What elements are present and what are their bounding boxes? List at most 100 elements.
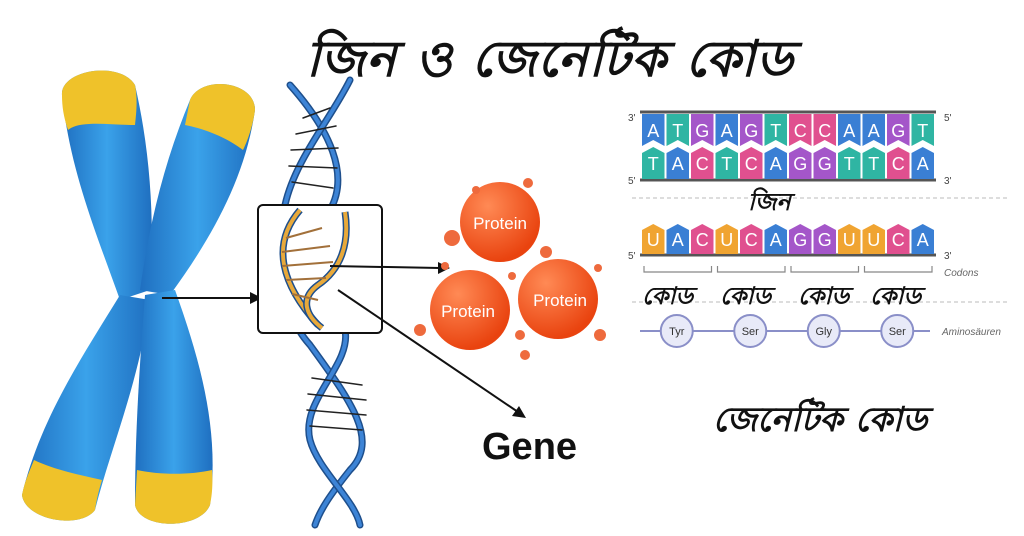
mrna-base-letter: C — [892, 230, 905, 250]
dna-top-base-letter: C — [794, 121, 807, 141]
dna-bottom-base-tile — [666, 147, 689, 179]
mrna-base-tile — [887, 224, 910, 254]
chromosome — [22, 70, 255, 524]
dna-bottom-base-tile — [691, 147, 714, 179]
amino-acid-label: Ser — [889, 326, 906, 338]
mrna-base-letter: U — [720, 230, 733, 250]
dna-bottom-base-tile — [764, 147, 787, 179]
dna-bottom-base-tile — [789, 147, 812, 179]
codon-bracket — [716, 266, 786, 273]
amino-acid-node — [733, 314, 768, 348]
dna-bottom-base-letter: G — [793, 154, 807, 174]
telomere-top-right — [185, 83, 255, 150]
mrna-base-tile — [911, 224, 934, 254]
mrna-base-tile — [740, 224, 763, 254]
amino-acid-label: Gly — [816, 326, 833, 338]
mrna-base-letter: G — [793, 230, 807, 250]
genetic-code-label: জেনেটিক কোড — [712, 400, 928, 440]
dna-bottom-base-letter: G — [818, 154, 832, 174]
mrna-base-tile — [862, 224, 885, 254]
dna-bottom-base-tile — [740, 147, 763, 179]
dna-top-base-tile — [813, 114, 836, 146]
dna-bottom-base-tile — [813, 147, 836, 179]
codon-caption-3: কোড — [798, 282, 850, 310]
codon-brackets — [643, 266, 933, 273]
telomere-bottom-left — [22, 460, 102, 521]
codon-bracket — [863, 266, 933, 273]
dna-bottom-base-letter: A — [770, 154, 782, 174]
dna-top-base-letter: G — [695, 121, 709, 141]
telomere-top-left — [61, 70, 137, 130]
dna-top-base-letter: T — [917, 121, 928, 141]
codons-label: Codons — [944, 268, 978, 279]
mrna-base-letter: U — [867, 230, 880, 250]
protein-label-3: Protein — [533, 291, 587, 310]
dna-bottom-base-letter: A — [917, 154, 929, 174]
mrna-base-tile — [789, 224, 812, 254]
amino-acid-node — [659, 314, 694, 348]
mrna-end-right: 3' — [944, 251, 952, 262]
dna-top-base-letter: T — [770, 121, 781, 141]
codon-caption-4: কোড — [870, 282, 922, 310]
gene-box — [257, 204, 383, 334]
dna-bottom-base-letter: C — [892, 154, 905, 174]
dna-end-bottom-right: 3' — [944, 176, 952, 187]
dna-bottom-base-tile — [862, 147, 885, 179]
dna-top-base-tile — [666, 114, 689, 146]
arrow-to-gene-label — [337, 289, 526, 418]
dna-top-base-tile — [740, 114, 763, 146]
telomere-bottom-right — [135, 470, 213, 524]
mrna-end-left: 5' — [628, 251, 636, 262]
dna-end-top-right: 5' — [944, 113, 952, 124]
codon-caption-2: কোড — [720, 282, 772, 310]
dna-bottom-base-letter: T — [844, 154, 855, 174]
dna-top-base-letter: A — [868, 121, 880, 141]
codon-bracket — [790, 266, 860, 273]
protein-ball-1 — [460, 182, 540, 262]
dna-end-top-left: 3' — [628, 113, 636, 124]
dna-top-base-tile — [691, 114, 714, 146]
mrna-base-tile — [666, 224, 689, 254]
mrna-base-letter: C — [745, 230, 758, 250]
mrna-base-letter: A — [917, 230, 929, 250]
dna-bottom-base-letter: C — [696, 154, 709, 174]
dna-bottom-base-letter: T — [721, 154, 732, 174]
mrna-base-letter: C — [696, 230, 709, 250]
protein-ball-2 — [430, 270, 510, 350]
dna-top-base-tile — [862, 114, 885, 146]
amino-acid-label: Tyr — [669, 326, 685, 338]
mrna-base-tile — [838, 224, 861, 254]
dna-bottom-base-letter: T — [868, 154, 879, 174]
dna-bottom-base-tile — [838, 147, 861, 179]
gene-label: Gene — [482, 426, 578, 468]
dna-bottom-base-tile — [887, 147, 910, 179]
protein-label-1: Protein — [473, 214, 527, 233]
amino-acid-label: Ser — [742, 326, 759, 338]
arrow-chromosome-to-gene — [162, 292, 262, 304]
dna-top-base-letter: G — [891, 121, 905, 141]
mrna-base-tile — [642, 224, 665, 254]
mrna-base-tile — [715, 224, 738, 254]
dna-top-base-letter: A — [647, 121, 659, 141]
dna-top-base-tile — [715, 114, 738, 146]
dna-end-bottom-left: 5' — [628, 176, 636, 187]
chromosome-arm-top-left — [61, 70, 152, 300]
amino-acid-chain: Tyr Ser Gly Ser — [659, 314, 915, 348]
codon-caption-1: কোড — [642, 282, 694, 310]
mrna-base-letter: U — [647, 230, 660, 250]
dna-bottom-base-letter: T — [648, 154, 659, 174]
dna-top-base-tile — [838, 114, 861, 146]
mrna-base-letter: A — [672, 230, 684, 250]
protein-label-2: Protein — [441, 302, 495, 321]
mrna-base-tile — [764, 224, 787, 254]
dna-top-base-tile — [642, 114, 665, 146]
dna-top-base-tile — [887, 114, 910, 146]
codon-bracket — [643, 266, 713, 273]
dna-bottom-base-tile — [911, 147, 934, 179]
dna-bottom-base-tile — [715, 147, 738, 179]
dna-top-base-letter: G — [744, 121, 758, 141]
dna-top-base-letter: T — [672, 121, 683, 141]
